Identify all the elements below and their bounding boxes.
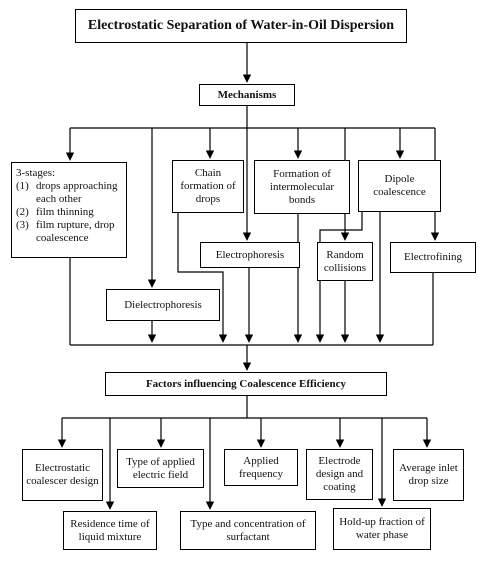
stage-text: film thinning: [36, 206, 94, 218]
coalescer-design-box: Electrostatic coalescer design: [22, 449, 103, 501]
inlet-drop-size-box: Average inlet drop size: [393, 449, 464, 501]
stage-text: drops approaching each other: [36, 180, 118, 205]
stage-item-1: (1) drops approaching each other: [16, 180, 122, 206]
stage-number: (1): [16, 180, 29, 192]
applied-field-type-box: Type of applied electric field: [117, 449, 204, 488]
three-stages-heading: 3-stages:: [16, 167, 56, 179]
residence-time-box: Residence time of liquid mixture: [63, 511, 157, 550]
electrophoresis-box: Electrophoresis: [200, 242, 300, 268]
stage-number: (3): [16, 219, 29, 231]
chain-formation-box: Chain formation of drops: [172, 160, 244, 213]
electrofining-box: Electrofining: [390, 242, 476, 273]
applied-frequency-box: Applied frequency: [224, 449, 298, 486]
intermolecular-bonds-box: Formation of intermolecular bonds: [254, 160, 350, 214]
three-stages-box: 3-stages: (1) drops approaching each oth…: [11, 162, 127, 258]
stage-item-2: (2) film thinning: [16, 206, 122, 219]
stage-text: film rupture, drop coalescence: [36, 219, 115, 244]
holdup-fraction-box: Hold-up fraction of water phase: [333, 508, 431, 550]
dipole-coalescence-box: Dipole coalescence: [358, 160, 441, 212]
surfactant-box: Type and concentration of surfactant: [180, 511, 316, 550]
factors-heading: Factors influencing Coalescence Efficien…: [105, 372, 387, 396]
dielectrophoresis-box: Dielectrophoresis: [106, 289, 220, 321]
three-stages-list: 3-stages: (1) drops approaching each oth…: [16, 167, 122, 245]
stage-item-3: (3) film rupture, drop coalescence: [16, 219, 122, 245]
stage-number: (2): [16, 206, 29, 218]
random-collisions-box: Random collisions: [317, 242, 373, 281]
diagram-title: Electrostatic Separation of Water-in-Oil…: [75, 9, 407, 43]
electrode-design-box: Electrode design and coating: [306, 449, 373, 500]
mechanisms-heading: Mechanisms: [199, 84, 295, 106]
